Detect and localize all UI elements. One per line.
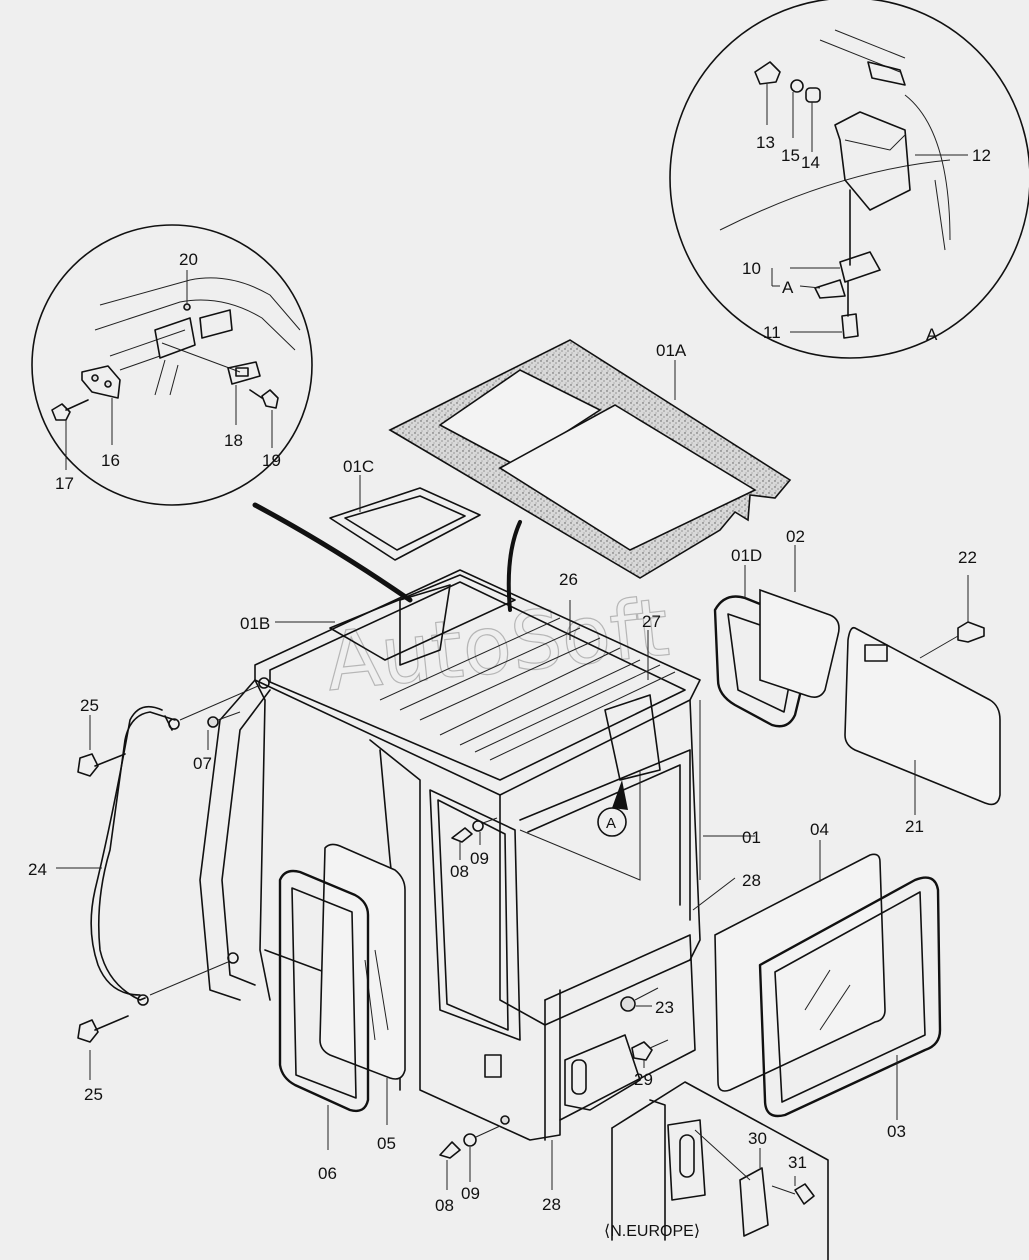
bolt-25-lower: [77, 1015, 129, 1043]
handrail-24: [90, 677, 270, 1006]
label-01c: 01C: [343, 457, 374, 476]
label-07: 07: [193, 754, 212, 773]
detail-a-marker-label: A: [606, 815, 616, 832]
washer-09-door: [472, 817, 498, 845]
bolt-22: [919, 575, 985, 659]
label-29: 29: [634, 1070, 653, 1089]
label-25-upper: 25: [80, 696, 99, 715]
n-europe-inset: [611, 1081, 829, 1260]
label-08-lower: 08: [435, 1196, 454, 1215]
label-01a: 01A: [656, 341, 687, 360]
label-15: 15: [781, 146, 800, 165]
detail-circle-a: [669, 0, 1029, 359]
bolt-23: [620, 987, 659, 1012]
label-02: 02: [786, 527, 805, 546]
label-detail-a-sub: A: [782, 278, 794, 297]
seal-06: [278, 869, 388, 1150]
label-31: 31: [788, 1153, 807, 1172]
label-11: 11: [763, 323, 781, 342]
label-04: 04: [810, 820, 829, 839]
label-23: 23: [655, 998, 674, 1017]
roof-panel-01a: [388, 339, 792, 579]
label-16: 16: [101, 451, 120, 470]
label-05: 05: [377, 1134, 396, 1153]
label-24: 24: [28, 860, 47, 879]
label-20: 20: [179, 250, 198, 269]
label-09-door: 09: [470, 849, 489, 868]
label-01d: 01D: [731, 546, 762, 565]
label-10: 10: [742, 259, 761, 278]
cab-body: [199, 569, 701, 1141]
detail-circle-left: [31, 224, 313, 506]
label-03: 03: [887, 1122, 906, 1141]
label-01: 01: [742, 828, 761, 847]
label-12: 12: [972, 146, 991, 165]
label-06: 06: [318, 1164, 337, 1183]
label-19: 19: [262, 451, 281, 470]
bolt-08-door: [451, 827, 473, 860]
bolt-07: [207, 711, 241, 750]
label-30: 30: [748, 1129, 767, 1148]
label-27: 27: [642, 612, 661, 631]
region-label-n-europe: ⟨N.EUROPE⟩: [604, 1223, 700, 1240]
label-08-door: 08: [450, 862, 469, 881]
label-22: 22: [958, 548, 977, 567]
label-09-lower: 09: [461, 1184, 480, 1203]
label-17: 17: [55, 474, 74, 493]
label-18: 18: [224, 431, 243, 450]
label-25-lower: 25: [84, 1085, 103, 1104]
label-14: 14: [801, 153, 820, 172]
part-labels: 01 01A 01B 01C 01D 02 03 04 05 06 07 08 …: [28, 133, 991, 1240]
glass-02: [759, 545, 840, 698]
label-21: 21: [905, 817, 924, 836]
label-26: 26: [559, 570, 578, 589]
glass-04: [714, 840, 886, 1092]
detail-a-marker: A: [597, 780, 628, 837]
label-13: 13: [756, 133, 775, 152]
glass-21: [844, 626, 1001, 815]
label-28-right: 28: [742, 871, 761, 890]
label-detail-a-view: A: [926, 325, 938, 344]
bolt-08-lower: [439, 1141, 461, 1190]
label-01b: 01B: [240, 614, 270, 633]
bolt-29: [631, 1039, 669, 1068]
washer-09-lower: [463, 1125, 501, 1182]
bolt-25-upper: [77, 753, 126, 777]
label-28-bottom: 28: [542, 1195, 561, 1214]
seal-03: [758, 876, 942, 1120]
glass-05: [319, 843, 406, 1080]
seal-01c: [329, 475, 481, 561]
